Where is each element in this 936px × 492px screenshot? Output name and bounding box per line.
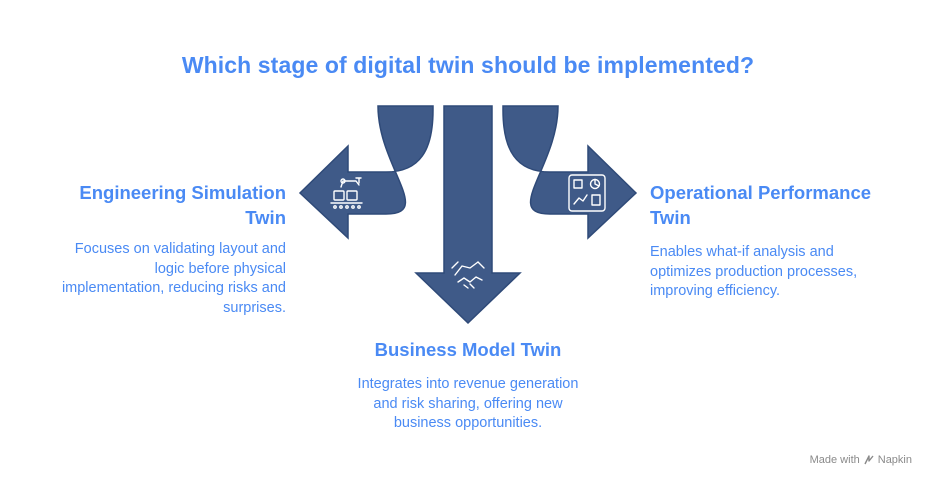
right-arrow: [502, 105, 638, 240]
watermark-prefix: Made with: [809, 454, 860, 466]
operational-performance-heading: Operational Performance Twin: [650, 182, 872, 228]
left-arrow: [298, 105, 434, 240]
napkin-logo-icon: [864, 455, 874, 465]
dashboard-icon: [568, 174, 606, 212]
business-model-description: Integrates into revenue generation and r…: [357, 376, 579, 431]
handshake-icon: [451, 261, 485, 289]
robot-arm-conveyor-icon: [330, 177, 363, 209]
engineering-simulation-heading: Engineering Simulation Twin: [79, 182, 286, 228]
napkin-watermark[interactable]: Made with Napkin: [810, 454, 912, 466]
business-model-heading: Business Model Twin: [374, 339, 562, 360]
diagram-title: Which stage of digital twin should be im…: [181, 52, 755, 78]
center-arrow: [414, 105, 522, 325]
operational-performance-description: Enables what-if analysis and optimizes p…: [650, 244, 858, 299]
engineering-simulation-description: Focuses on validating layout and logic b…: [61, 241, 286, 316]
watermark-brand: Napkin: [877, 454, 912, 466]
